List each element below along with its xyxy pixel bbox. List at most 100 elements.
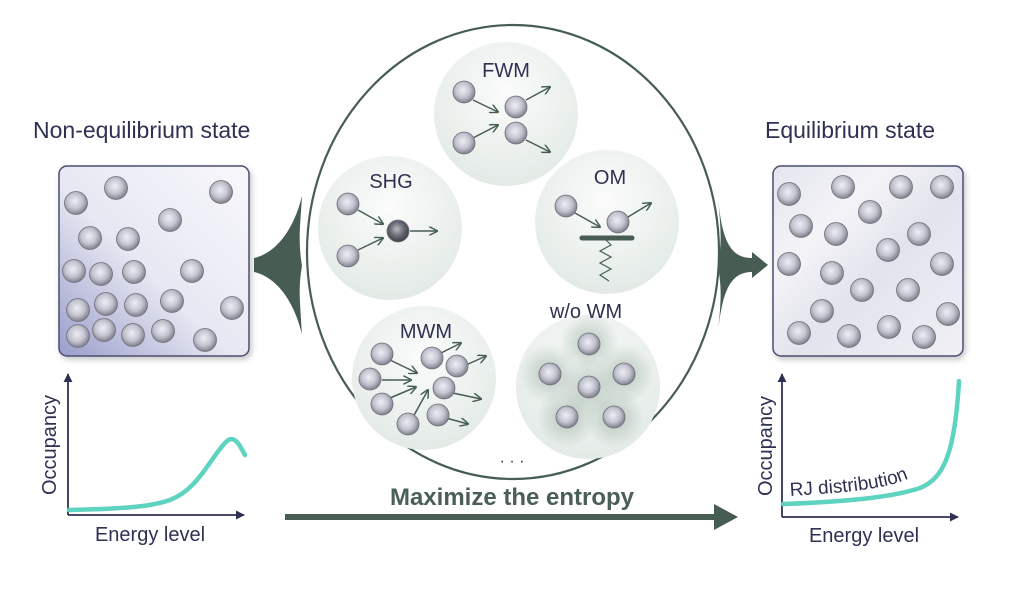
left-occupancy-plot: Energy level Occupancy xyxy=(39,373,248,546)
left-connector-shape xyxy=(254,196,302,334)
arrow xyxy=(472,125,498,139)
particle xyxy=(122,260,146,284)
particle xyxy=(121,323,145,347)
particle xyxy=(336,244,360,268)
particle xyxy=(777,182,801,206)
particle xyxy=(538,362,562,386)
right-xlabel: Energy level xyxy=(809,525,919,547)
arrow xyxy=(438,343,461,355)
particle xyxy=(358,367,382,391)
particle xyxy=(158,208,182,232)
particle xyxy=(78,226,102,250)
particle xyxy=(907,222,931,246)
particle xyxy=(432,376,456,400)
particle xyxy=(777,252,801,276)
particle xyxy=(577,332,601,356)
left-distribution-curve xyxy=(66,436,248,513)
non-equilibrium-particles xyxy=(62,176,244,352)
arrow xyxy=(472,99,498,112)
particle xyxy=(837,324,861,348)
particle xyxy=(889,175,913,199)
particle xyxy=(606,210,630,234)
fwm-diagram xyxy=(452,80,550,155)
particle xyxy=(876,238,900,262)
particle xyxy=(104,176,128,200)
particle xyxy=(193,328,217,352)
particle xyxy=(896,278,920,302)
arrow xyxy=(445,417,468,424)
shg-label: SHG xyxy=(369,171,412,193)
wowm-label: w/o WM xyxy=(549,301,622,323)
equilibrium-title: Equilibrium state xyxy=(765,117,936,143)
spring-icon xyxy=(598,239,613,282)
particle xyxy=(504,95,528,119)
particle xyxy=(160,289,184,313)
particle xyxy=(396,412,420,436)
central-circle xyxy=(305,23,721,481)
arrow xyxy=(465,356,486,366)
particle xyxy=(180,259,204,283)
particle xyxy=(426,403,450,427)
particle xyxy=(89,262,113,286)
particle xyxy=(787,321,811,345)
om-label: OM xyxy=(594,167,626,189)
particle xyxy=(336,192,360,216)
particle xyxy=(370,342,394,366)
arrow xyxy=(389,359,417,373)
particle xyxy=(66,298,90,322)
particle xyxy=(789,214,813,238)
om-diagram xyxy=(554,194,651,282)
left-ylabel: Occupancy xyxy=(39,395,61,495)
arrow xyxy=(357,209,383,224)
right-occupancy-plot: RJ distribution Energy level Occupancy xyxy=(755,373,962,547)
particle xyxy=(612,362,636,386)
arrow xyxy=(627,203,651,218)
right-connector-arrow xyxy=(718,198,768,334)
particle xyxy=(151,319,175,343)
arrow xyxy=(525,139,550,152)
maximize-entropy-label: Maximize the entropy xyxy=(390,484,635,511)
particle xyxy=(452,80,476,104)
particle xyxy=(820,261,844,285)
particle xyxy=(912,325,936,349)
particle xyxy=(220,296,244,320)
fwm-label: FWM xyxy=(482,60,530,82)
arrow xyxy=(574,212,600,227)
particle xyxy=(452,131,476,155)
particle xyxy=(124,293,148,317)
arrow xyxy=(357,238,383,251)
particle xyxy=(445,354,469,378)
particle xyxy=(555,405,579,429)
particle xyxy=(554,194,578,218)
particle xyxy=(386,219,410,243)
mwm-label: MWM xyxy=(400,321,452,343)
particle xyxy=(850,278,874,302)
particle xyxy=(936,302,960,326)
arrow xyxy=(412,390,428,418)
particle xyxy=(858,200,882,224)
equilibrium-particles xyxy=(777,175,960,349)
ellipsis-more-processes: · · · xyxy=(500,453,525,470)
particle xyxy=(92,318,116,342)
arrow xyxy=(525,87,550,101)
right-rj-curve xyxy=(780,378,962,507)
particle xyxy=(504,121,528,145)
particle xyxy=(877,315,901,339)
particle xyxy=(930,175,954,199)
maximize-entropy-arrow xyxy=(285,504,738,530)
particle xyxy=(66,324,90,348)
particle xyxy=(602,405,626,429)
particle xyxy=(209,180,233,204)
particle xyxy=(94,292,118,316)
arrow xyxy=(389,387,416,399)
particle xyxy=(420,346,444,370)
particle xyxy=(116,227,140,251)
right-ylabel: Occupancy xyxy=(755,396,777,496)
particle xyxy=(370,392,394,416)
left-xlabel: Energy level xyxy=(95,524,205,546)
particle xyxy=(64,191,88,215)
particle xyxy=(831,175,855,199)
particle xyxy=(824,222,848,246)
